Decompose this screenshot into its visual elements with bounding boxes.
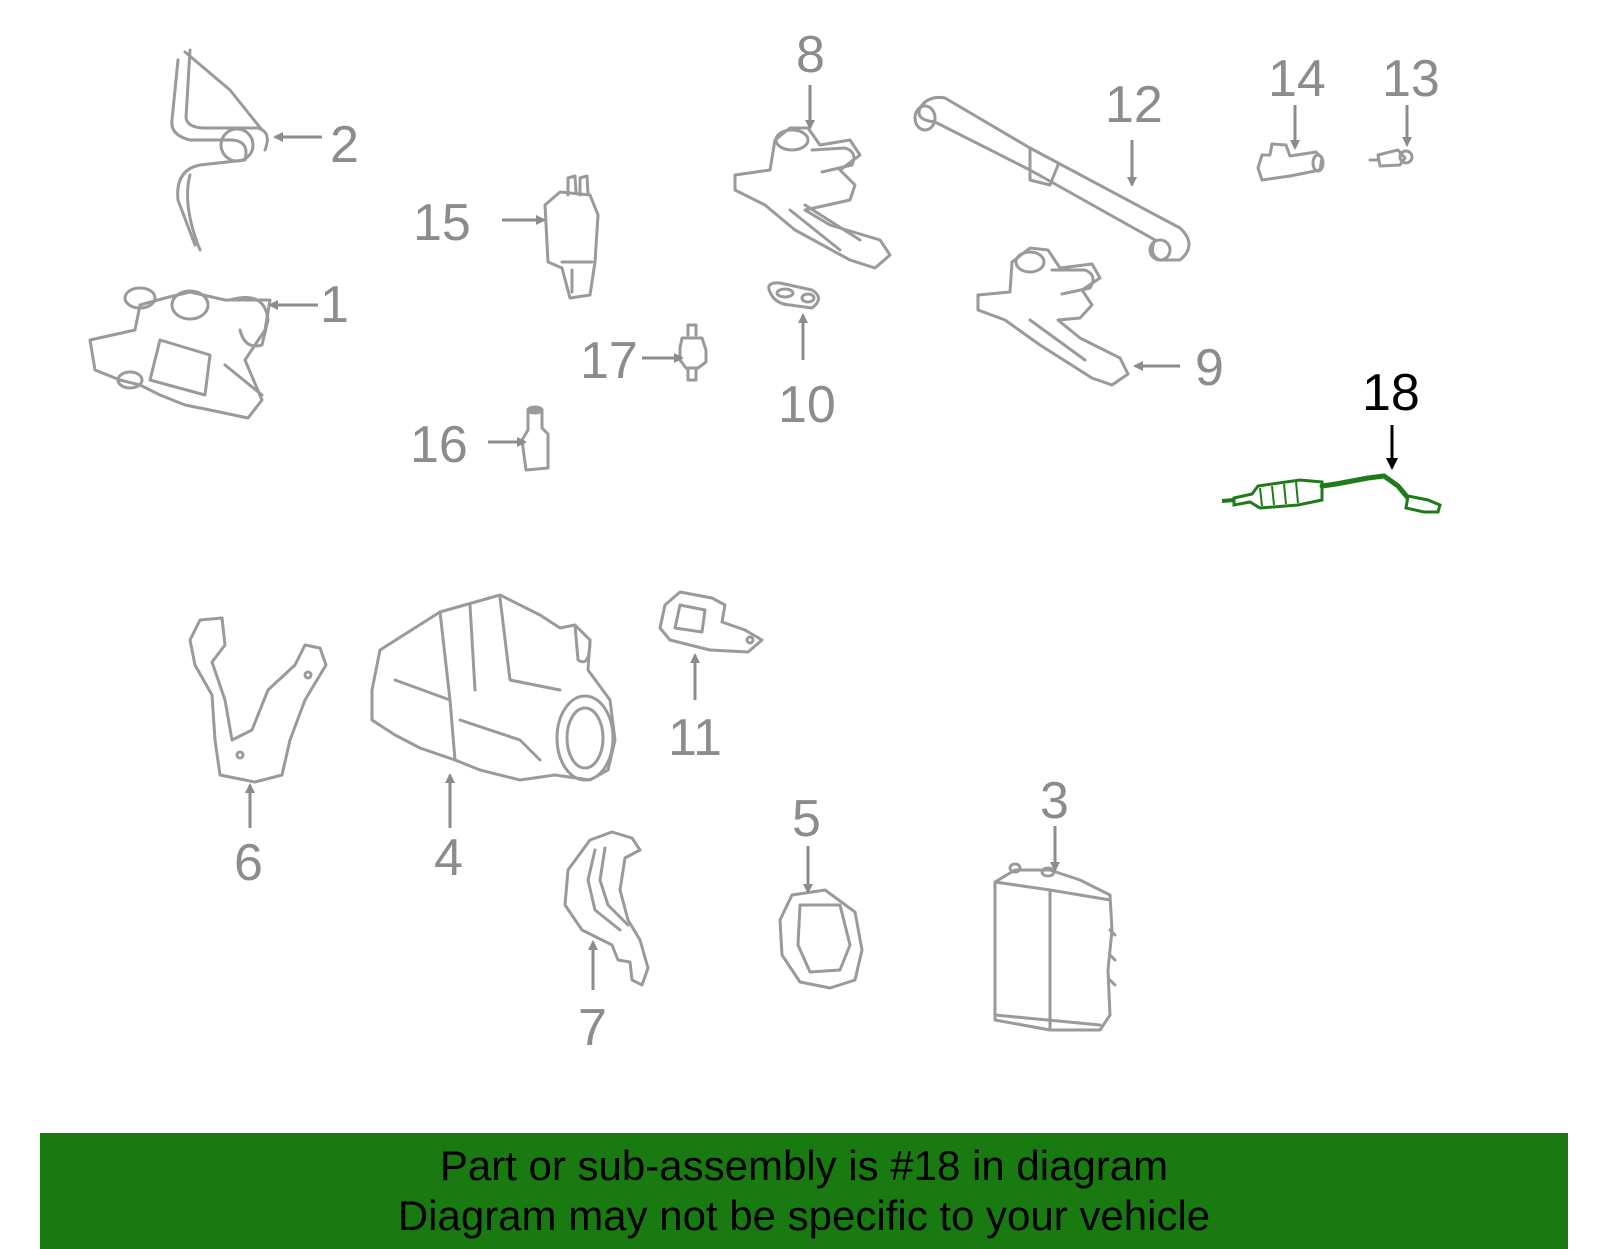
part-17-check-valve[interactable] bbox=[678, 323, 708, 382]
part-11-bracket[interactable] bbox=[658, 590, 764, 654]
callout-3: 3 bbox=[1040, 772, 1069, 830]
banner-line-disclaimer: Diagram may not be specific to your vehi… bbox=[397, 1192, 1211, 1239]
part-15-sensor[interactable] bbox=[543, 174, 600, 300]
parts-diagram: 2 1 15 17 16 8 10 12 9 14 13 18 6 4 11 7… bbox=[88, 26, 1442, 1057]
part-1-valve[interactable] bbox=[88, 286, 272, 420]
callout-16: 16 bbox=[410, 416, 468, 474]
part-8-valve[interactable] bbox=[733, 126, 892, 270]
callout-14: 14 bbox=[1268, 50, 1326, 108]
part-9-valve[interactable] bbox=[976, 246, 1130, 387]
callout-12: 12 bbox=[1105, 76, 1163, 134]
callout-2: 2 bbox=[330, 116, 359, 174]
banner-line-part-number: Part or sub-assembly is #18 in diagram bbox=[439, 1142, 1169, 1189]
callout-7: 7 bbox=[578, 999, 607, 1057]
callout-9: 9 bbox=[1195, 339, 1224, 397]
info-banner: Part or sub-assembly is #18 in diagram D… bbox=[40, 1133, 1568, 1249]
part-3-canister[interactable] bbox=[993, 862, 1117, 1032]
part-18-oxygen-sensor[interactable] bbox=[1221, 473, 1442, 514]
callout-13: 13 bbox=[1382, 50, 1440, 108]
callout-1: 1 bbox=[320, 276, 349, 334]
part-13-connector[interactable] bbox=[1368, 148, 1414, 168]
leader-arrows bbox=[245, 85, 1412, 990]
callout-11: 11 bbox=[668, 709, 722, 767]
part-14-tee[interactable] bbox=[1256, 142, 1325, 182]
part-5-grommet[interactable] bbox=[778, 888, 864, 990]
callout-17: 17 bbox=[580, 332, 638, 390]
callout-4: 4 bbox=[434, 829, 463, 887]
part-12-pipe[interactable] bbox=[913, 96, 1191, 262]
callout-15: 15 bbox=[413, 194, 471, 252]
part-6-bracket[interactable] bbox=[188, 616, 328, 784]
callout-6: 6 bbox=[234, 834, 263, 892]
callout-8: 8 bbox=[796, 26, 825, 84]
part-16-cap[interactable] bbox=[520, 405, 550, 472]
part-10-gasket[interactable] bbox=[767, 281, 820, 310]
callout-5: 5 bbox=[792, 790, 821, 848]
part-7-hose[interactable] bbox=[563, 830, 650, 987]
part-4-air-pump[interactable] bbox=[370, 593, 617, 782]
part-2-hose[interactable] bbox=[170, 48, 269, 252]
callout-labels: 2 1 15 17 16 8 10 12 9 14 13 18 6 4 11 7… bbox=[234, 26, 1440, 1057]
callout-10: 10 bbox=[778, 376, 836, 434]
callout-18: 18 bbox=[1362, 364, 1420, 422]
